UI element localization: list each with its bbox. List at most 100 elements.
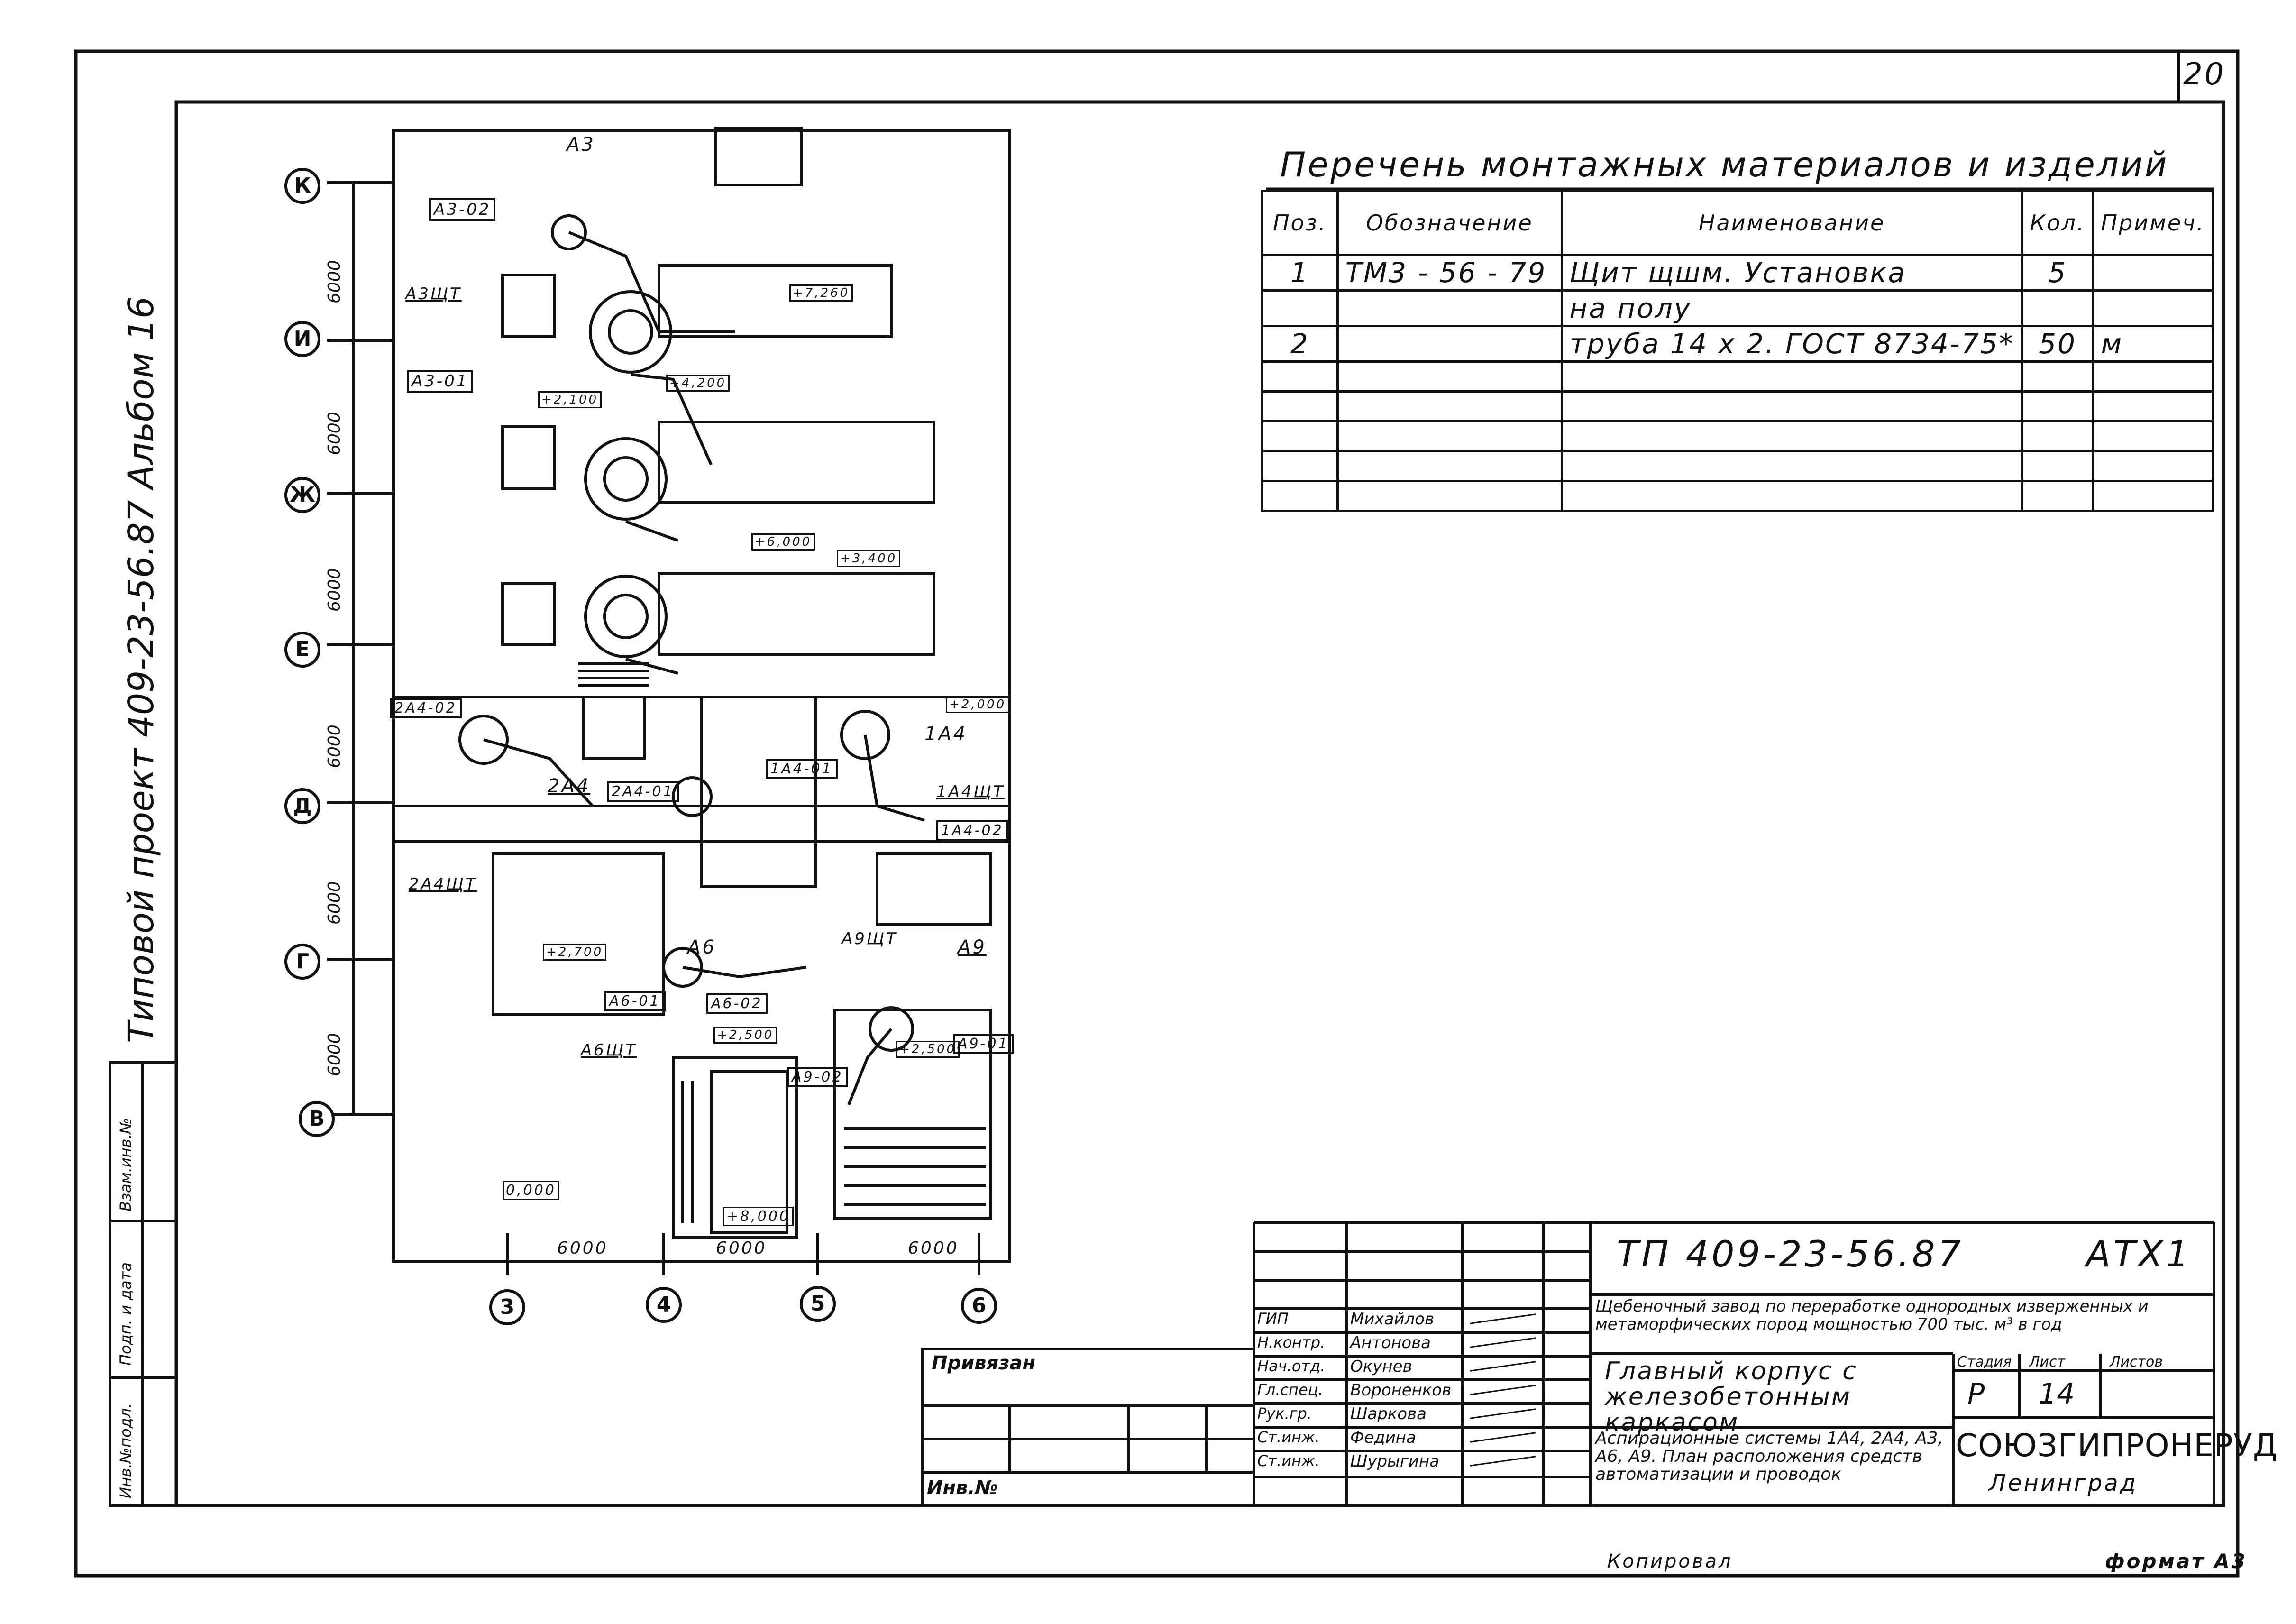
stage-label: Стадия (1957, 1354, 2012, 1370)
col-axis-bubble-label: 4 (656, 1293, 671, 1317)
table-cell (2092, 289, 2214, 327)
doc-code: ТП 409-23-56.87 (1617, 1233, 1964, 1275)
label-a6-01: А6-01 (604, 991, 666, 1011)
elevation-mark: +2,000 (946, 696, 1010, 713)
col-axis-bubble-label: 5 (810, 1292, 825, 1316)
signatory-role: Гл.спец. (1257, 1381, 1323, 1399)
signatory-role: Рук.гр. (1257, 1404, 1312, 1422)
table-cell: ТМ3 - 56 - 79 (1336, 254, 1563, 292)
label-a9-01: А9-01 (953, 1034, 1014, 1054)
table-cell (1261, 289, 1339, 327)
row-spacing: 6000 (325, 1033, 344, 1076)
table-cell: 1 (1261, 254, 1339, 292)
col-spacing: 6000 (557, 1239, 608, 1258)
sheet-number: 20 (2183, 57, 2226, 92)
table-header-cell: Примеч. (2092, 190, 2214, 256)
label-a3shch: А3ЩТ (405, 284, 462, 303)
label-a9: А9 (958, 936, 987, 958)
label-2a4-02: 2А4-02 (390, 698, 462, 718)
inv-label: Инв.№ (927, 1477, 998, 1499)
table-cell: м (2092, 325, 2214, 363)
table-cell: 50 (2021, 325, 2095, 363)
label-1a4shch: 1А4ЩТ (936, 782, 1005, 801)
organization: СОЮЗГИПРОНЕРУД (1956, 1427, 2278, 1464)
table-cell (1560, 360, 2023, 393)
signatory-name: Шаркова (1350, 1404, 1427, 1423)
format-label: формат А3 (2105, 1550, 2247, 1573)
building-plan (392, 127, 1011, 1263)
signatory-role: Ст.инж. (1257, 1452, 1320, 1470)
row-axis-bubble-label: Д (293, 794, 312, 818)
signatory-role: Нач.отд. (1257, 1357, 1326, 1375)
elevation-mark: 0,000 (503, 1181, 559, 1200)
row-axis-bubble-label: К (294, 174, 311, 198)
table-cell (1560, 420, 2023, 452)
row-spacing: 6000 (325, 568, 344, 612)
row-axis-bubble-label: И (293, 327, 311, 351)
table-cell (2021, 420, 2095, 452)
table-cell (1261, 360, 1339, 393)
label-a6-02: А6-02 (706, 993, 768, 1014)
row-axis-bubble-label: Ж (290, 483, 315, 507)
signatory-role: Н.контр. (1257, 1333, 1326, 1351)
label-1a4-01: 1А4-01 (766, 759, 838, 779)
table-cell (1261, 390, 1339, 422)
label-a3-02: А3-02 (429, 198, 496, 221)
elevation-mark: +6,000 (751, 533, 815, 551)
signatory-name: Вороненков (1350, 1381, 1452, 1400)
signatory-role: Ст.инж. (1257, 1428, 1320, 1446)
elevation-mark: +4,200 (666, 375, 730, 392)
materials-title: Перечень монтажных материалов и изделий (1280, 145, 2169, 184)
table-cell (2092, 390, 2214, 422)
table-cell (1560, 480, 2023, 512)
table-header-cell: Поз. (1261, 190, 1339, 256)
table-row (1261, 450, 2214, 482)
outer-border (74, 49, 2240, 1578)
table-cell (1336, 360, 1563, 393)
side-project-label: Типовой проект 409-23-56.87 Альбом 16 (121, 296, 162, 1043)
elevation-mark: +2,700 (543, 944, 607, 961)
table-row (1261, 360, 2214, 393)
drawing-name: Аспирационные системы 1А4, 2А4, А3, А6, … (1595, 1429, 1944, 1484)
label-2a4-01: 2А4-01 (607, 781, 679, 802)
row-axis-bubble-label: Г (295, 949, 310, 973)
table-cell (2092, 420, 2214, 452)
city: Ленинград (1989, 1470, 2138, 1496)
table-cell (1261, 450, 1339, 482)
table-cell: 5 (2021, 254, 2095, 292)
table-cell (2021, 480, 2095, 512)
stage-value: Р (1967, 1377, 1985, 1411)
label-1a4-02: 1А4-02 (936, 820, 1008, 841)
table-cell (1560, 450, 2023, 482)
col-spacing: 6000 (908, 1239, 959, 1258)
table-cell (1560, 390, 2023, 422)
side-inv-label: Инв.№подл. (117, 1403, 135, 1498)
elevation-mark: +2,100 (538, 391, 602, 408)
table-cell (2092, 480, 2214, 512)
table-row (1261, 480, 2214, 512)
table-cell (1336, 450, 1563, 482)
label-a6: А6 (687, 936, 716, 958)
table-cell (2021, 450, 2095, 482)
row-spacing: 6000 (325, 260, 344, 303)
label-2a4: 2А4 (548, 775, 591, 797)
label-2a4shch: 2А4ЩТ (409, 875, 477, 894)
table-header-cell: Кол. (2021, 190, 2095, 256)
bound-label: Привязан (932, 1352, 1036, 1374)
table-cell: труба 14 х 2. ГОСТ 8734-75* (1560, 325, 2023, 363)
signatory-name: Антонова (1350, 1333, 1431, 1352)
table-cell (1261, 480, 1339, 512)
building-name: Главный корпус с железобетонным каркасом (1605, 1357, 1857, 1437)
table-cell (2021, 360, 2095, 393)
table-cell: на полу (1560, 289, 2023, 327)
table-row: на полу (1261, 289, 2214, 327)
table-header-cell: Наименование (1560, 190, 2023, 256)
signatory-name: Михайлов (1350, 1310, 1435, 1329)
table-cell (1336, 480, 1563, 512)
table-cell: 2 (1261, 325, 1339, 363)
side-sign-label: Подп. и дата (117, 1262, 135, 1366)
